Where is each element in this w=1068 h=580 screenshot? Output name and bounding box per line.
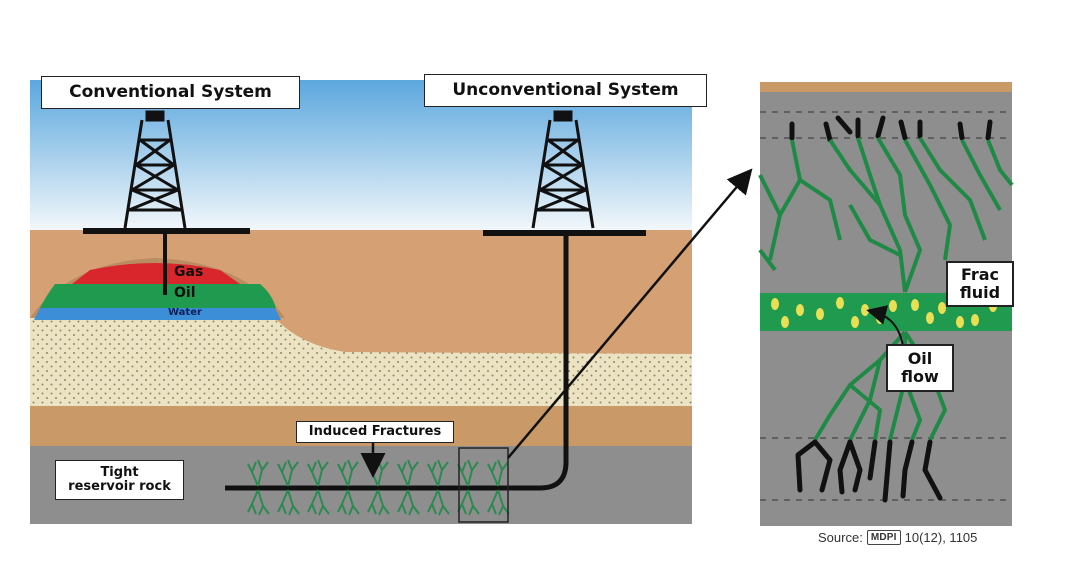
oil-flow-label: Oil flow xyxy=(886,344,954,392)
oil-zone xyxy=(40,284,276,308)
gas-label: Gas xyxy=(174,264,204,280)
zoom-arrow xyxy=(507,168,753,459)
mdpi-logo: MDPI xyxy=(866,530,901,545)
horizontal-wellbore xyxy=(225,236,569,491)
induced-fracture-clusters xyxy=(247,459,510,516)
source-credit: Source: MDPI 10(12), 1105 xyxy=(818,530,977,545)
conventional-system-label: Conventional System xyxy=(41,76,300,109)
water-zone xyxy=(34,308,281,320)
gas-zone xyxy=(72,263,240,284)
induced-fractures-label: Induced Fractures xyxy=(296,421,454,443)
tight-reservoir-label: Tight reservoir rock xyxy=(55,460,184,500)
oil-label: Oil xyxy=(174,285,196,301)
unconventional-system-label: Unconventional System xyxy=(424,74,707,107)
conventional-derrick xyxy=(83,110,250,295)
oil-flow-arrow xyxy=(866,305,904,347)
water-label: Water xyxy=(168,307,202,318)
zoom-box xyxy=(458,447,509,523)
frac-fluid-label: Frac fluid xyxy=(946,261,1014,307)
source-prefix: Source: xyxy=(818,530,863,545)
reservoir-dome xyxy=(30,258,285,320)
source-citation: 10(12), 1105 xyxy=(904,530,978,545)
cross-section-panel xyxy=(30,80,753,524)
sand-layer xyxy=(30,318,692,408)
unconventional-derrick xyxy=(483,110,646,236)
